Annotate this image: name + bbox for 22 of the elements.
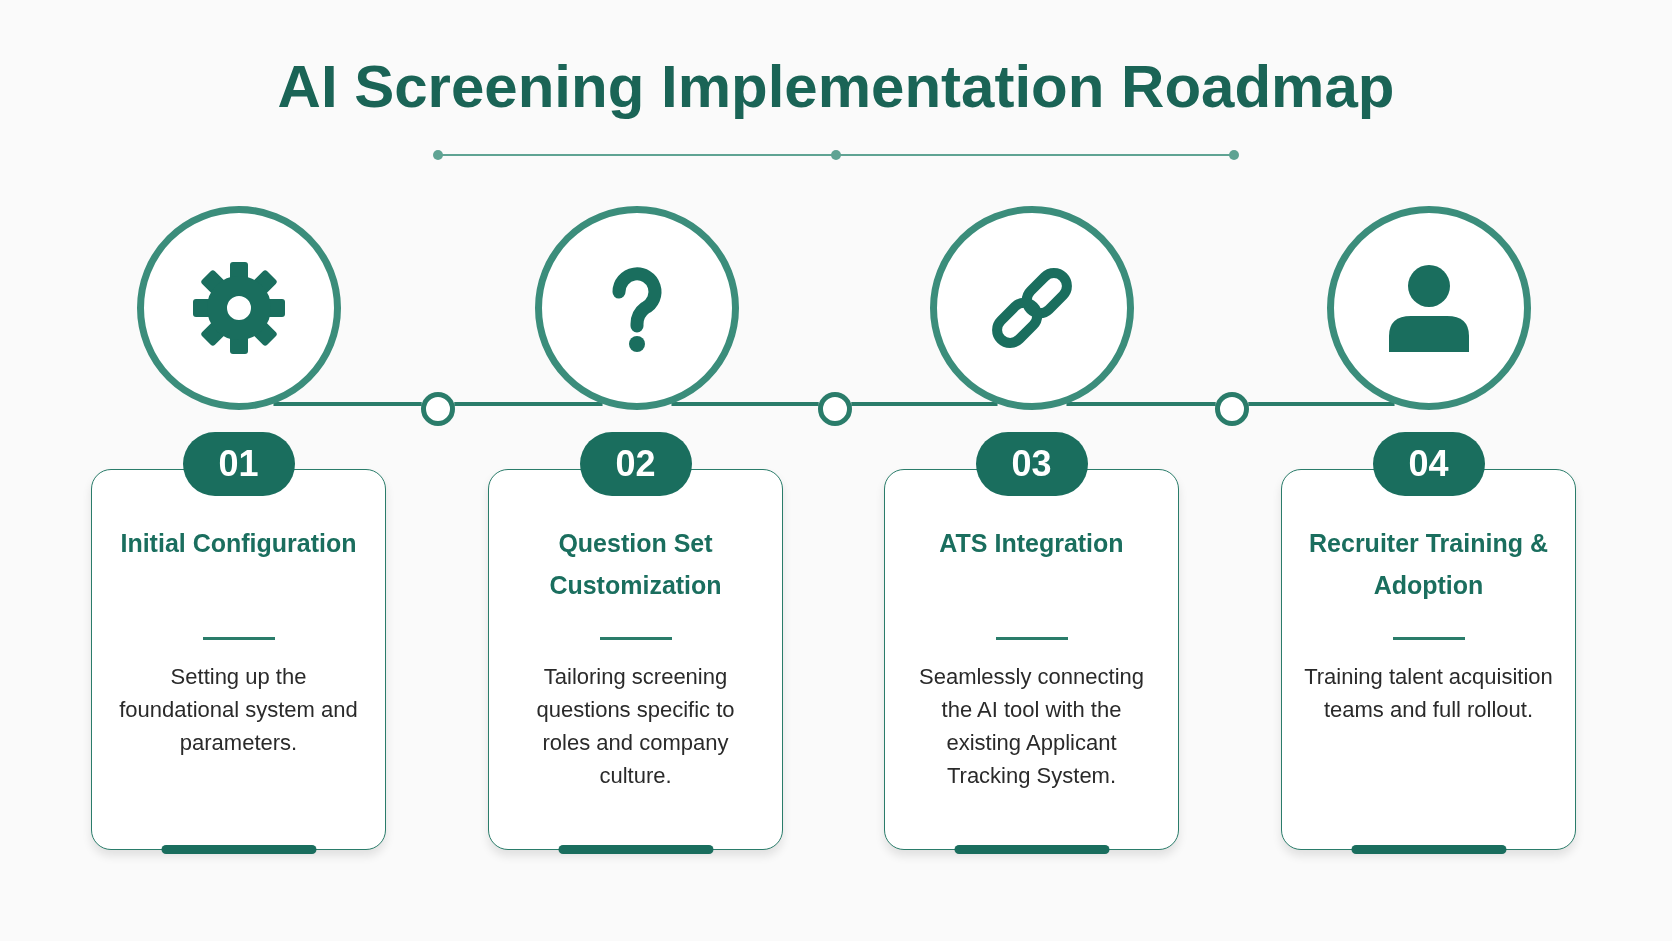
title: AI Screening Implementation Roadmap (277, 53, 1395, 120)
step-heading: ATS Integration (938, 528, 1125, 559)
timeline-dot (818, 392, 852, 426)
step-number-badge: 03 (975, 432, 1088, 496)
step-heading: Initial Configuration (119, 528, 358, 559)
connector-line (671, 402, 819, 406)
connector-line (273, 402, 422, 406)
step-number-badge: 04 (1372, 432, 1485, 496)
step-heading: Recruiter Training & Adoption (1308, 528, 1549, 601)
step-number-badge: 02 (579, 432, 692, 496)
step-description: Seamlessly connecting the AI tool with the existing Applicant Tracking System. (918, 663, 1145, 790)
timeline-dot (421, 392, 455, 426)
timeline-dot (1215, 392, 1249, 426)
connector-line (1066, 402, 1216, 406)
step-number-badge: 01 (182, 432, 295, 496)
step-description: Training talent acquisition teams and full rollout. (1304, 663, 1553, 724)
step-description: Tailoring screening questions specific to roles and company culture. (535, 663, 736, 790)
connector-line (851, 402, 998, 406)
connector-line (454, 402, 603, 406)
step-heading: Question Set Customization (548, 528, 723, 601)
connector-line (1248, 402, 1395, 406)
step-description: Setting up the foundational system and parameters. (118, 663, 359, 757)
